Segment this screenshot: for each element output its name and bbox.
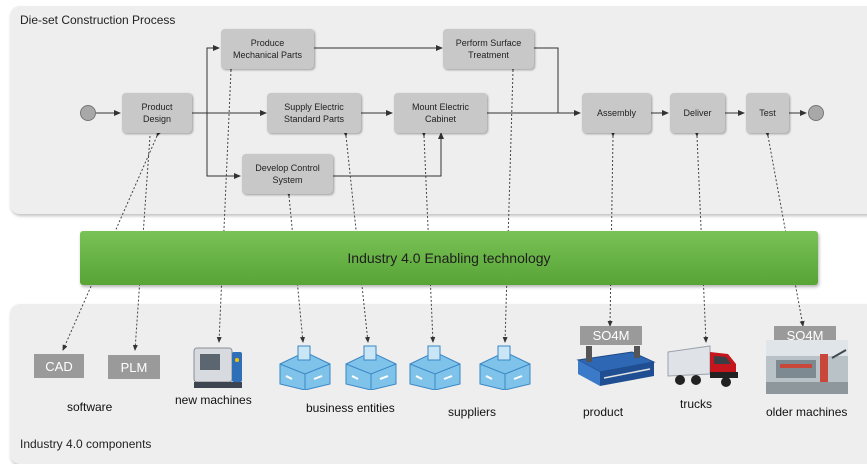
step-product-design: Product Design bbox=[122, 93, 192, 133]
business-entities-label: business entities bbox=[306, 401, 395, 415]
so4m-product-tag: SO4M bbox=[580, 326, 642, 345]
step-assembly: Assembly bbox=[582, 93, 651, 133]
supplier-building-icon bbox=[479, 345, 531, 390]
enabling-technology-bar: Industry 4.0 Enabling technology bbox=[80, 231, 818, 285]
entity-building-icon bbox=[279, 345, 331, 390]
step-develop-control-system: Develop Control System bbox=[242, 154, 333, 194]
step-perform-surface-treatment: Perform Surface Treatment bbox=[443, 29, 534, 69]
product-label: product bbox=[583, 405, 624, 419]
suppliers-label: suppliers bbox=[448, 405, 497, 419]
step-mount-electric-cabinet: Mount Electric Cabinet bbox=[394, 93, 487, 133]
trucks-label: trucks bbox=[680, 397, 713, 411]
truck-icon bbox=[667, 345, 738, 387]
older-machines-label: older machines bbox=[766, 405, 848, 419]
process-title: Die-set Construction Process bbox=[20, 13, 176, 27]
press-machine-icon bbox=[576, 346, 656, 386]
components-title: Industry 4.0 components bbox=[20, 437, 152, 451]
cnc-machine-icon bbox=[193, 347, 242, 388]
cad-tag: CAD bbox=[34, 354, 84, 378]
step-supply-electric-standard-parts: Supply Electric Standard Parts bbox=[267, 93, 361, 133]
software-label: software bbox=[67, 400, 113, 414]
start-node bbox=[80, 105, 96, 121]
step-produce-mechanical-parts: Produce Mechanical Parts bbox=[221, 29, 314, 69]
new-machines-label: new machines bbox=[175, 393, 252, 407]
workshop-photo-icon bbox=[766, 340, 848, 394]
entity-building-icon bbox=[345, 345, 397, 390]
step-deliver: Deliver bbox=[670, 93, 725, 133]
plm-tag: PLM bbox=[108, 355, 160, 379]
end-node bbox=[808, 105, 824, 121]
step-test: Test bbox=[746, 93, 789, 133]
supplier-building-icon bbox=[409, 345, 461, 390]
